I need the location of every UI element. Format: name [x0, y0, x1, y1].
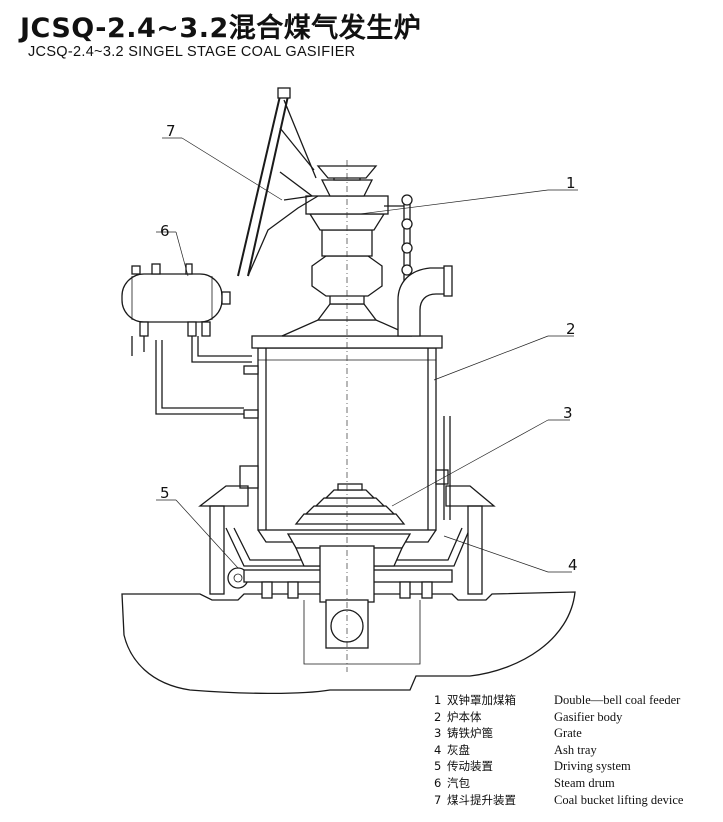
callout-7: 7	[166, 122, 176, 140]
callout-4: 4	[568, 556, 578, 574]
callout-2: 2	[566, 320, 576, 338]
leader-lines	[156, 137, 578, 573]
legend-english: Gasifier body	[554, 709, 623, 724]
legend-chinese: 铸铁炉篦	[447, 726, 493, 741]
legend-item: 2 炉本体 Gasifier body	[434, 709, 683, 726]
legend-chinese: 灰盘	[447, 742, 470, 757]
legend-chinese: 汽包	[447, 775, 470, 790]
legend-item: 1 双钟罩加煤箱 Double—bell coal feeder	[434, 692, 683, 709]
legend-english: Coal bucket lifting device	[554, 792, 684, 807]
lifting-mechanism	[384, 194, 413, 282]
legend-chinese: 传动装置	[447, 759, 493, 774]
legend-number: 7	[434, 792, 442, 807]
gas-outlet-pipe	[397, 265, 453, 337]
legend-number: 4	[434, 742, 442, 757]
legend-number: 2	[434, 709, 442, 724]
legend-item: 3 铸铁炉篦 Grate	[434, 725, 683, 742]
supports	[198, 485, 496, 595]
legend-item: 4 灰盘 Ash tray	[434, 742, 683, 759]
callout-1: 1	[566, 174, 576, 192]
legend-number: 1	[434, 693, 442, 707]
legend-chinese: 双钟罩加煤箱	[447, 693, 516, 707]
callout-3: 3	[563, 404, 573, 422]
legend-chinese: 煤斗提升装置	[447, 792, 516, 807]
title-english: JCSQ-2.4~3.2 SINGEL STAGE COAL GASIFIER	[28, 44, 356, 60]
grate	[294, 483, 406, 525]
steam-drum	[121, 263, 252, 415]
legend-english: Steam drum	[554, 775, 615, 790]
ash-outlet	[319, 545, 375, 649]
callout-6: 6	[160, 222, 170, 240]
callout-5: 5	[160, 484, 170, 502]
legend-item: 7 煤斗提升装置 Coal bucket lifting device	[434, 792, 683, 809]
legend-number: 5	[434, 759, 442, 774]
foundation	[121, 591, 576, 695]
legend-number: 3	[434, 726, 442, 741]
legend-english: Grate	[554, 726, 582, 741]
legend-item: 6 汽包 Steam drum	[434, 775, 683, 792]
legend-english: Ash tray	[554, 742, 597, 757]
legend-english: Double—bell coal feeder	[554, 693, 681, 707]
legend-chinese: 炉本体	[447, 709, 482, 724]
legend-english: Driving system	[554, 759, 631, 774]
legend: 1 双钟罩加煤箱 Double—bell coal feeder 2 炉本体 G…	[434, 692, 683, 808]
legend-number: 6	[434, 775, 442, 790]
title-chinese: JCSQ-2.4~3.2混合煤气发生炉	[20, 13, 422, 44]
lifting-frame	[237, 87, 319, 277]
legend-item: 5 传动装置 Driving system	[434, 758, 683, 775]
